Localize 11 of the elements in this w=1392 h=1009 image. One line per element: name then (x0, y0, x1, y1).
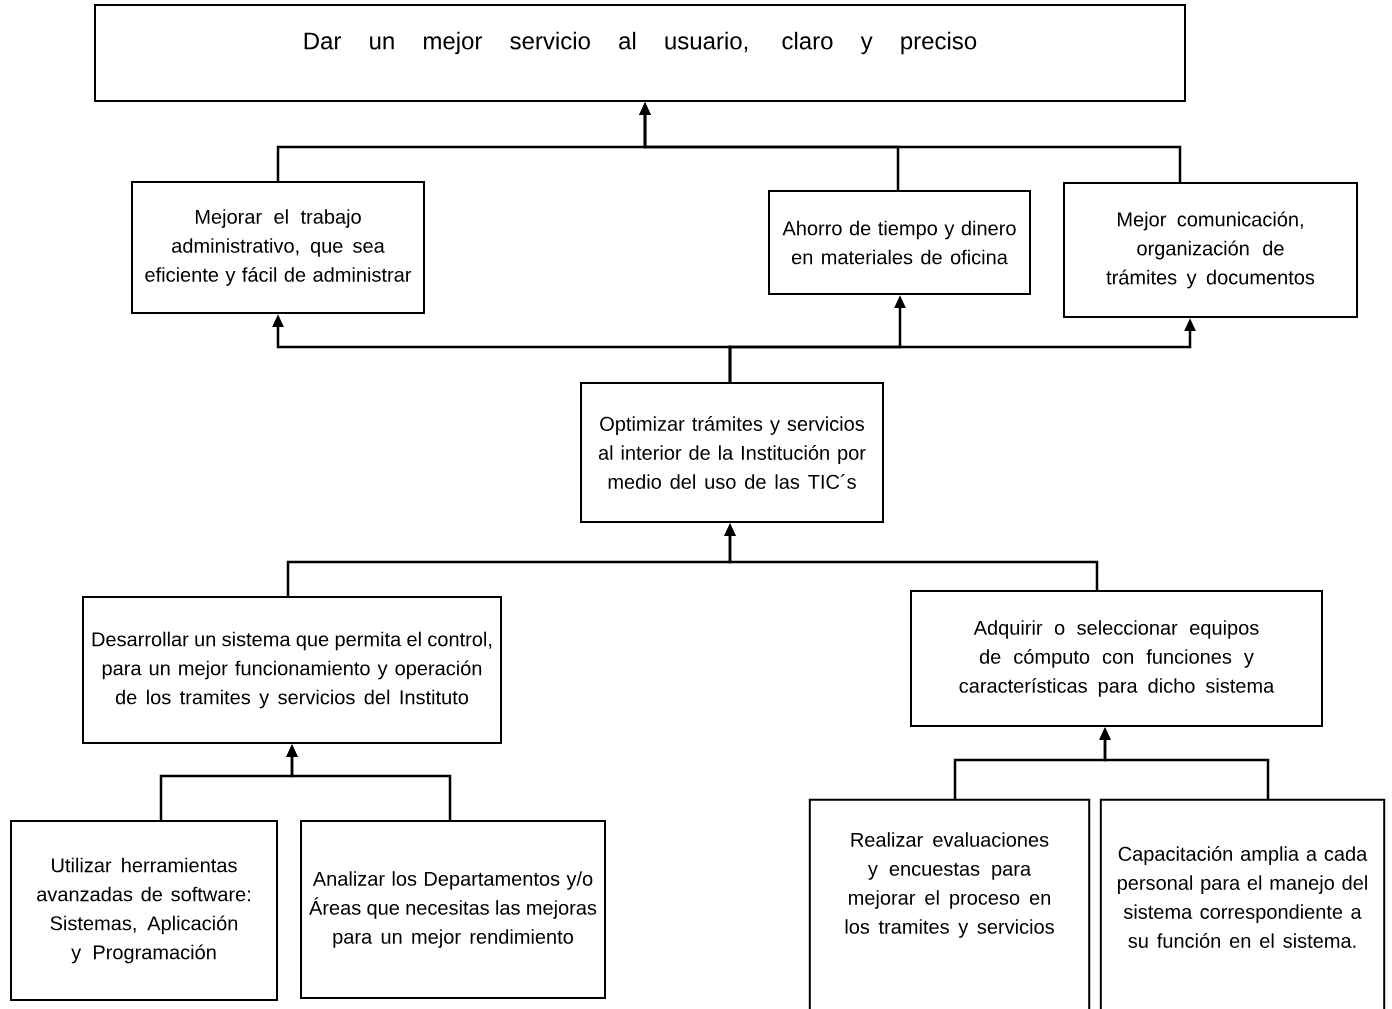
process-box: Ahorro de tiempo y dinero en materiales de oficina (768, 190, 1031, 295)
process-box: Analizar los Departamentos y/o Áreas que necesitas las mejoras para un mejor rendimiento (300, 820, 606, 999)
process-box: Dar un mejor servicio al usuario, claro y preciso (94, 4, 1186, 102)
process-box: Desarrollar un sistema que permita el control, para un mejor funcionamiento y operación de los tramites y servicios del Instituto (82, 596, 502, 744)
process-box: Mejorar el trabajo administrativo, que sea eficiente y fácil de administrar (131, 181, 425, 314)
process-box: Capacitación amplia a cada personal para el manejo del sistema correspondiente a su función en el sistema. (1099, 798, 1386, 1009)
process-box: Adquirir o seleccionar equipos de cómputo con funciones y características para dicho sistema (910, 590, 1323, 727)
process-box: Utilizar herramientas avanzadas de software: Sistemas, Aplicación y Programación (10, 820, 278, 1001)
process-box: Mejor comunicación, organización de trámites y documentos (1063, 182, 1358, 318)
process-box: Realizar evaluaciones y encuestas para mejorar el proceso en los tramites y servicios (808, 798, 1091, 1009)
process-box: Optimizar trámites y servicios al interior de la Institución por medio del uso de las TIC´s (580, 382, 884, 523)
